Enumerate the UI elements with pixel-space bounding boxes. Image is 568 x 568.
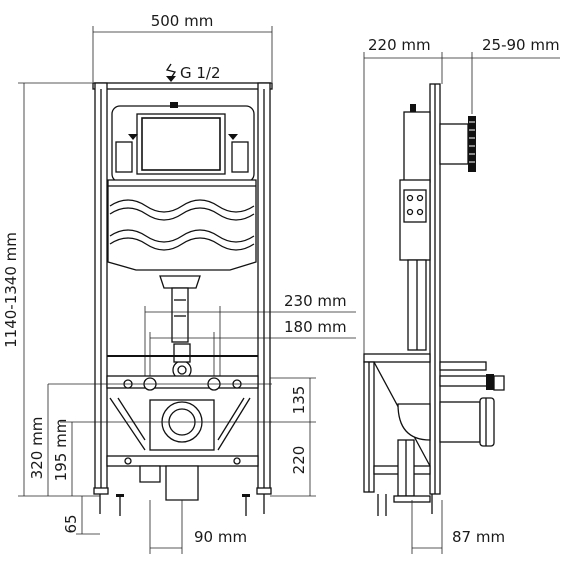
- width-label: 500 mm: [151, 12, 214, 30]
- adjust-range-label: 25-90 mm: [482, 36, 560, 54]
- outlet-offset-label: 90 mm: [194, 528, 247, 546]
- outlet-offset-dimension: 90 mm: [149, 500, 247, 554]
- side-cistern: [399, 104, 431, 351]
- outlet-projection-dimension: 87 mm: [411, 500, 505, 554]
- height-dimension: 1140-1340 mm: [2, 82, 100, 497]
- water-inlet-label: G 1/2: [180, 64, 221, 82]
- foot-height-dimension: 65: [62, 496, 100, 535]
- flush-pipe: [159, 275, 201, 380]
- side-view: 220 mm 25-90 mm: [363, 36, 560, 554]
- outlet-projection-label: 87 mm: [452, 528, 505, 546]
- cistern: [107, 102, 257, 271]
- foot-height-label: 65: [62, 514, 80, 533]
- water-inlet-marker: G 1/2: [165, 63, 221, 82]
- outlet-center-height-dimension: 195 mm: [52, 419, 73, 496]
- wall-bracket: [439, 116, 476, 172]
- width-dimension: 500 mm: [92, 12, 273, 82]
- front-view: 500 mm G 1/2: [2, 12, 356, 554]
- adjust-range-dimension: 25-90 mm: [442, 36, 560, 114]
- side-bolt-studs: [439, 361, 505, 391]
- outlet-connection: [60, 397, 272, 501]
- frame-right-post: [257, 82, 271, 491]
- bolt-spacing-outer-label: 230 mm: [284, 292, 347, 310]
- bolt-spacing-inner-label: 180 mm: [284, 318, 347, 336]
- bolt-spacing-dimensions: 230 mm 180 mm: [144, 292, 356, 380]
- bolt-offset-label: 135: [290, 386, 308, 415]
- frame-left-post: [94, 82, 108, 491]
- outlet-center-height-label: 195 mm: [52, 419, 70, 482]
- depth-dimension: 220 mm: [363, 36, 443, 354]
- frame-top-rail: [92, 82, 273, 90]
- side-upright: [429, 83, 441, 495]
- height-label: 1140-1340 mm: [2, 232, 20, 348]
- right-vertical-dimensions: 135 220: [270, 377, 316, 497]
- water-inlet-icon: [165, 63, 177, 79]
- outlet-height-label: 220: [290, 446, 308, 475]
- side-feet: [377, 494, 433, 516]
- side-outlet: [397, 397, 495, 497]
- frame-feet: [93, 487, 272, 516]
- bolt-height-dimension: 320 mm: [28, 384, 49, 496]
- depth-label: 220 mm: [368, 36, 431, 54]
- bolt-height-label: 320 mm: [28, 417, 46, 480]
- mounting-crossbar: [48, 355, 272, 391]
